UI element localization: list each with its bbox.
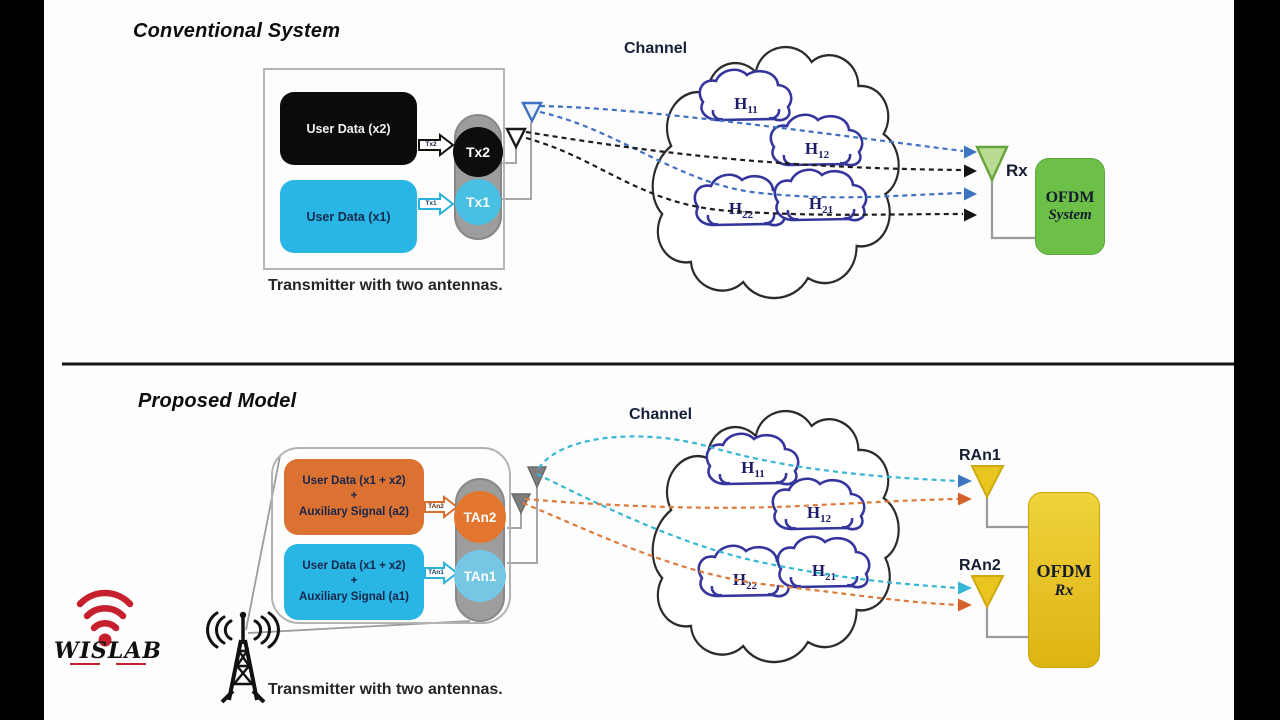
arrowhead-ran2-teal bbox=[958, 581, 972, 595]
radio-waves-left bbox=[206, 611, 233, 649]
aux-a2-line2: + bbox=[350, 490, 358, 503]
ofdm-rx-box: OFDM Rx bbox=[1028, 492, 1100, 668]
aux-a2-line1: User Data (x1 + x2) bbox=[302, 474, 406, 487]
ofdm-system-box: OFDM System bbox=[1035, 158, 1105, 255]
tan1-antenna-icon bbox=[526, 466, 548, 489]
aux-a1-line3: Auxiliary Signal (a1) bbox=[299, 590, 409, 603]
rx-antenna-icon bbox=[975, 145, 1009, 183]
tx1-antenna-icon bbox=[521, 101, 543, 124]
tan1-antenna-feedline bbox=[507, 487, 538, 564]
ran2-label: RAn2 bbox=[959, 557, 1001, 574]
tan1-port: TAn1 bbox=[454, 550, 506, 602]
aux-a1-line1: User Data (x1 + x2) bbox=[302, 559, 406, 572]
tx2-arrow-label: Tx2 bbox=[425, 141, 437, 148]
wislab-underline-1 bbox=[70, 663, 100, 665]
tan2-block-arrow bbox=[424, 494, 459, 520]
path-h22 bbox=[525, 136, 964, 216]
path-h11 bbox=[539, 104, 964, 153]
letterbox-left bbox=[0, 0, 44, 720]
tx2-port: Tx2 bbox=[453, 127, 503, 177]
user-data-x1-box: User Data (x1) bbox=[280, 180, 417, 253]
h12-label: H12 bbox=[805, 139, 830, 161]
wifi-icon bbox=[76, 589, 134, 647]
h21-label: H21 bbox=[812, 561, 836, 583]
arrowhead-ran1-blue bbox=[958, 474, 972, 488]
ofdm-system-line1: OFDM bbox=[1045, 189, 1095, 206]
tan2-arrow-label: TAn2 bbox=[428, 503, 444, 510]
arrowhead-black-2 bbox=[964, 208, 977, 222]
tan2-antenna-feedline bbox=[507, 512, 522, 529]
path-h12 bbox=[525, 130, 964, 172]
arrowhead-black-1 bbox=[964, 164, 977, 178]
wislab-watermark: WISLAB bbox=[53, 638, 163, 664]
h11-label: H11 bbox=[741, 458, 765, 480]
ofdm-rx-line1: OFDM bbox=[1036, 560, 1092, 581]
proposed-transmitter-callout bbox=[271, 447, 511, 624]
user-data-x2-box: User Data (x2) bbox=[280, 92, 417, 165]
h12-label: H12 bbox=[807, 503, 832, 525]
tan1-block-arrow bbox=[424, 560, 459, 586]
proposed-channel-cloud: H11 H12 H22 H21 bbox=[651, 409, 900, 664]
proposed-caption: Transmitter with two antennas. bbox=[268, 681, 503, 698]
conventional-caption: Transmitter with two antennas. bbox=[268, 277, 503, 294]
tx2-antenna-icon bbox=[505, 127, 527, 150]
tx1-antenna-feedline bbox=[502, 122, 532, 200]
aux-a1-line2: + bbox=[350, 575, 358, 588]
h22-label: H22 bbox=[729, 199, 754, 221]
aux-signal-a1-box: User Data (x1 + x2) + Auxiliary Signal (… bbox=[284, 544, 424, 620]
arrowhead-blue-2 bbox=[964, 187, 977, 201]
ran1-label: RAn1 bbox=[959, 447, 1001, 464]
radio-waves-right bbox=[253, 611, 280, 649]
conventional-transmitter-box bbox=[263, 68, 505, 270]
proposed-title: Proposed Model bbox=[138, 390, 297, 412]
ran1-antenna-icon bbox=[970, 465, 1005, 500]
tx1-port: Tx1 bbox=[455, 179, 501, 225]
tx2-antenna-feedline bbox=[502, 147, 517, 164]
tx1-arrow-label: Tx1 bbox=[425, 200, 437, 207]
h22-label: H22 bbox=[733, 570, 758, 592]
ofdm-rx-line2: Rx bbox=[1054, 581, 1074, 599]
conventional-channel-label: Channel bbox=[624, 40, 688, 57]
tx2-block-arrow bbox=[418, 132, 455, 158]
aux-a2-line3: Auxiliary Signal (a2) bbox=[299, 505, 409, 518]
ofdm-system-line2: System bbox=[1048, 207, 1092, 223]
tower-icon bbox=[206, 611, 280, 704]
proposed-channel-label: Channel bbox=[629, 406, 693, 423]
arrowhead-blue-1 bbox=[964, 145, 977, 159]
arrowhead-ran2-orange bbox=[958, 598, 972, 612]
ran1-feedline bbox=[985, 497, 1028, 529]
tan2-antenna-icon bbox=[510, 493, 532, 515]
proposed-propagation-paths bbox=[522, 435, 959, 607]
h21-label: H21 bbox=[809, 194, 833, 216]
conventional-title: Conventional System bbox=[133, 20, 341, 42]
tan2-port: TAn2 bbox=[454, 491, 506, 543]
conventional-channel-cloud: H11 H12 H22 H21 bbox=[651, 45, 900, 300]
rx-feedline bbox=[990, 180, 1035, 240]
path-h11 bbox=[538, 435, 959, 483]
path-h21 bbox=[536, 473, 959, 590]
h11-label: H11 bbox=[734, 94, 758, 116]
tan1-arrow-label: TAn1 bbox=[428, 569, 444, 576]
letterbox-right bbox=[1234, 0, 1280, 720]
path-h22 bbox=[522, 501, 959, 607]
tx1-block-arrow bbox=[418, 191, 455, 217]
path-h21 bbox=[539, 110, 964, 199]
aux-signal-a2-box: User Data (x1 + x2) + Auxiliary Signal (… bbox=[284, 459, 424, 535]
conventional-propagation-paths bbox=[525, 104, 964, 216]
ran2-feedline bbox=[985, 607, 1028, 639]
arrowhead-ran1-orange bbox=[958, 492, 972, 506]
wislab-underline-2 bbox=[116, 663, 146, 665]
ran2-antenna-icon bbox=[970, 575, 1005, 610]
rx-label: Rx bbox=[1006, 161, 1028, 180]
